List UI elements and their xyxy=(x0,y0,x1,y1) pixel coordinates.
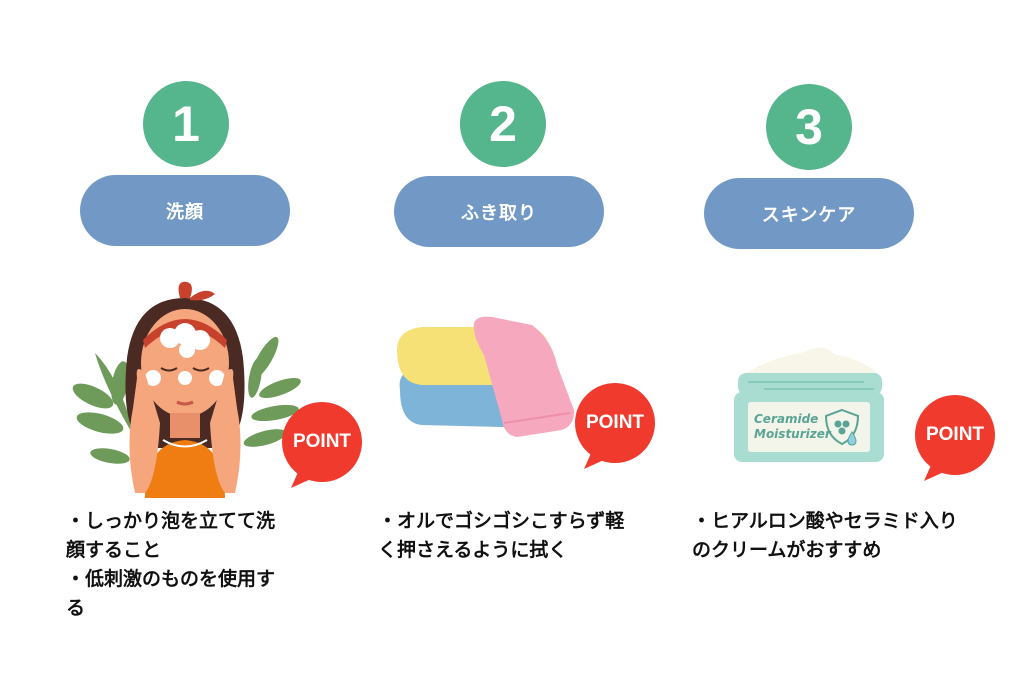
jar-label-line-2: Moisturizer xyxy=(754,427,831,441)
step-3-title-pill: スキンケア xyxy=(704,178,914,249)
step-2-title-pill: ふき取り xyxy=(394,176,604,247)
folded-towels-illustration xyxy=(392,315,582,440)
step-2-number: 2 xyxy=(489,96,517,152)
step-1-point-label: POINT xyxy=(292,431,352,452)
step-3-number-badge: 3 xyxy=(766,84,852,170)
woman-washing-face-illustration xyxy=(65,278,305,498)
step-2-title: ふき取り xyxy=(461,202,537,224)
step-2-number-badge: 2 xyxy=(460,81,546,167)
step-3-description: ・ヒアルロン酸やセラミド入り のクリームがおすすめ xyxy=(692,510,958,561)
step-3-point-bubble: POINT xyxy=(914,395,996,485)
step-2-point-bubble: POINT xyxy=(574,383,656,473)
jar-label-text: Ceramide Moisturizer xyxy=(754,412,831,442)
step-1-title: 洗顔 xyxy=(166,201,204,223)
step-1-description: ・しっかり泡を立てて洗 顔すること ・低刺激のものを使用す る xyxy=(66,510,276,619)
step-3-point-label: POINT xyxy=(925,424,985,445)
step-3-number: 3 xyxy=(795,99,823,155)
jar-label-line-1: Ceramide xyxy=(754,412,819,426)
step-2-description: ・オルでゴシゴシこすらず軽 く押さえるように拭く xyxy=(378,510,625,561)
step-1-point-bubble: POINT xyxy=(281,402,363,492)
step-1-number: 1 xyxy=(172,96,200,152)
cream-jar-illustration: Ceramide Moisturizer xyxy=(734,340,884,465)
step-1-number-badge: 1 xyxy=(143,81,229,167)
step-1-title-pill: 洗顔 xyxy=(80,175,290,246)
step-3-title: スキンケア xyxy=(761,204,857,226)
step-2-point-label: POINT xyxy=(585,412,645,433)
